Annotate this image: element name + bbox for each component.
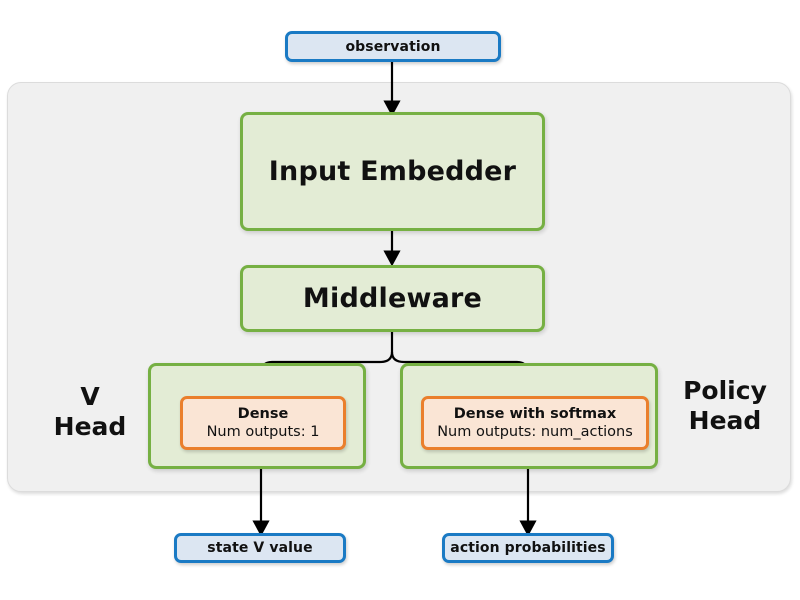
node-v-head-dense-subtitle: Num outputs: 1	[206, 424, 320, 440]
label-v-head-line2: Head	[53, 411, 127, 441]
node-policy-head-dense[interactable]: Dense with softmax Num outputs: num_acti…	[421, 396, 649, 450]
label-policy-head-line2: Head	[688, 405, 762, 435]
label-policy-head: Policy Head	[662, 376, 788, 435]
label-v-head-line1: V	[80, 382, 100, 411]
node-policy-head-container[interactable]: Dense with softmax Num outputs: num_acti…	[400, 363, 658, 469]
node-policy-head-dense-subtitle: Num outputs: num_actions	[437, 424, 633, 440]
node-input-embedder[interactable]: Input Embedder	[240, 112, 545, 231]
node-input-embedder-label: Input Embedder	[268, 156, 517, 187]
node-middleware-label: Middleware	[302, 283, 483, 314]
node-v-head-container[interactable]: Dense Num outputs: 1	[148, 363, 366, 469]
node-v-head-dense-title: Dense	[237, 405, 289, 422]
node-policy-head-dense-title: Dense with softmax	[453, 405, 617, 422]
label-policy-head-line1: Policy	[683, 376, 767, 405]
node-observation[interactable]: observation	[285, 31, 501, 62]
node-action-probabilities-label: action probabilities	[450, 540, 606, 556]
node-v-head-dense[interactable]: Dense Num outputs: 1	[180, 396, 346, 450]
node-state-v-value[interactable]: state V value	[174, 533, 346, 563]
node-observation-label: observation	[345, 38, 441, 55]
node-action-probabilities[interactable]: action probabilities	[442, 533, 614, 563]
node-middleware[interactable]: Middleware	[240, 265, 545, 332]
label-v-head: V Head	[35, 382, 145, 441]
node-state-v-value-label: state V value	[207, 540, 313, 556]
